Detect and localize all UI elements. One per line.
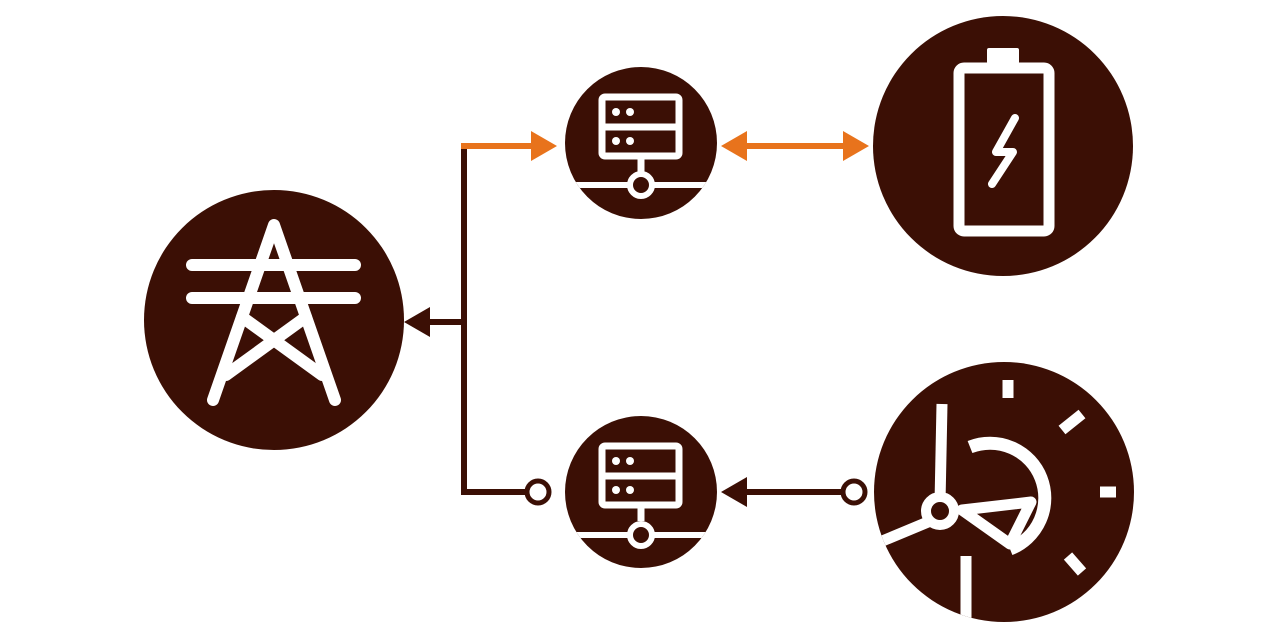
node-grid: [144, 190, 404, 450]
arrowhead-to-bottom-server: [721, 477, 747, 507]
network-server-icon: [565, 93, 717, 199]
connector-lines: [404, 131, 869, 507]
renewables-node-circle: [874, 362, 1134, 622]
grid-node-circle: [144, 190, 404, 450]
link-renewables-endpoint: [840, 478, 868, 506]
battery-charging-icon: [953, 48, 1055, 237]
arrowhead-to-top-server: [531, 131, 557, 161]
node-battery: [873, 16, 1133, 276]
node-renewables: [874, 362, 1134, 622]
arrowhead-to-grid: [404, 307, 430, 337]
arrowhead-to-server: [721, 131, 747, 161]
link-bottom-endpoint: [524, 478, 552, 506]
transmission-tower-icon: [186, 219, 361, 406]
node-server-bottom: [565, 416, 717, 568]
network-server-icon: [565, 442, 717, 549]
arrowhead-to-battery: [843, 131, 869, 161]
node-server-top: [565, 67, 717, 219]
wind-solar-icon: [877, 380, 1116, 622]
